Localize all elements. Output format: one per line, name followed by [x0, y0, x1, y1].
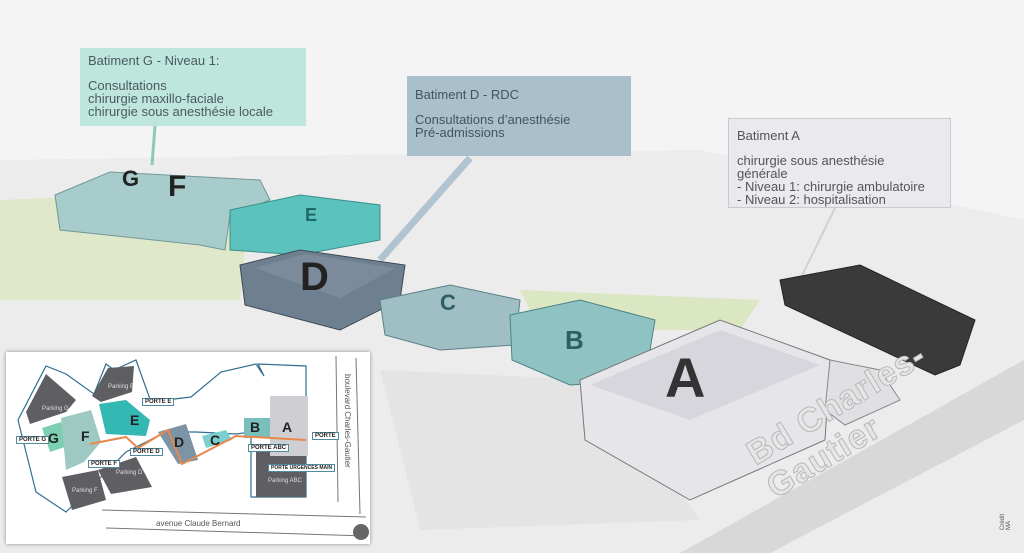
- parking-e: [92, 366, 134, 402]
- building-black: [779, 264, 976, 376]
- inset-building-c: [202, 430, 232, 448]
- building-label-e: E: [305, 205, 318, 225]
- inset-building-f: [61, 410, 101, 470]
- parking-g: [26, 374, 76, 424]
- compass-dot: [353, 524, 369, 540]
- building-label-f: F: [168, 170, 187, 203]
- building-d-roof: [255, 254, 395, 298]
- callout-line: - Niveau 1: chirurgie ambulatoire: [737, 179, 925, 194]
- door-label-g: PORTE G: [16, 436, 50, 444]
- parking-f: [62, 470, 106, 510]
- inset-label-c: C: [210, 432, 221, 448]
- callout-title: Batiment D - RDC: [415, 87, 520, 102]
- callout-line: chirurgie maxillo-faciale: [88, 91, 224, 106]
- callout-line: Consultations: [88, 78, 167, 93]
- callout-batiment-a: Batiment A chirurgie sous anesthésie gén…: [728, 118, 951, 208]
- callout-line: chirurgie sous anesthésie locale: [88, 104, 273, 119]
- building-label-g: G: [122, 166, 140, 191]
- street-line: [105, 527, 367, 537]
- inset-building-b: [244, 418, 270, 438]
- inset-label-g: G: [48, 430, 59, 446]
- parking-label-d: Parking D: [116, 470, 143, 476]
- route-line: [89, 428, 307, 466]
- callout-title: Batiment A: [737, 128, 800, 143]
- inset-label-b: B: [250, 419, 261, 435]
- inset-map-drawing: [17, 355, 369, 540]
- building-label-d: D: [300, 255, 329, 299]
- inset-map: G F E D C B A Parking E Parking G Parkin…: [6, 352, 370, 544]
- site-outline: [17, 359, 307, 513]
- street-boulevard: boulevard Charles-Gautier: [343, 374, 352, 468]
- inset-label-f: F: [81, 428, 90, 444]
- door-label-urgences: PORTE URGENCES MAIN: [268, 464, 336, 472]
- parking-label-g: Parking G: [42, 406, 69, 412]
- building-label-b: B: [565, 325, 584, 355]
- callout-line: Pré-admissions: [415, 125, 505, 140]
- boulevard: [680, 360, 1024, 553]
- callout-line: chirurgie sous anesthésie générale: [737, 153, 885, 181]
- street-line: [335, 355, 339, 503]
- door-label-e: PORTE E: [142, 398, 175, 406]
- callout-title: Batiment G - Niveau 1:: [88, 53, 220, 68]
- inset-building-g: [42, 422, 68, 452]
- door-label-d: PORTE D: [130, 448, 163, 456]
- door-label-main: PORTE: [312, 432, 339, 440]
- building-label-c: C: [440, 290, 456, 315]
- inset-building-e: [99, 400, 150, 436]
- callout-pointer-d: [377, 155, 473, 263]
- inset-building-d: [158, 424, 198, 464]
- inset-label-e: E: [130, 412, 140, 428]
- street-line: [101, 509, 367, 518]
- parking-label-e: Parking E: [108, 384, 135, 390]
- parking-abc: [256, 452, 306, 497]
- door-label-f: PORTE F: [88, 460, 121, 468]
- building-label-a: A: [665, 346, 706, 409]
- callout-batiment-d: Batiment D - RDC Consultations d’anesthé…: [407, 76, 631, 156]
- callout-line: Consultations d’anesthésie: [415, 112, 571, 127]
- door-label-abc: PORTE ABC: [248, 444, 290, 452]
- callout-batiment-g: Batiment G - Niveau 1: Consultations chi…: [80, 48, 306, 126]
- parking-label-f: Parking F: [72, 488, 98, 494]
- street-avenue: avenue Claude Bernard: [156, 519, 241, 528]
- building-annex: [824, 359, 901, 426]
- building-a-roof: [590, 330, 820, 420]
- credit: Crédit MA: [1000, 513, 1012, 530]
- building-e: [229, 194, 381, 256]
- parking-label-abc: Parking ABC: [268, 478, 303, 484]
- callout-line: - Niveau 2: hospitalisation: [737, 192, 886, 207]
- callout-pointer-g: [150, 125, 157, 166]
- inset-building-a: [270, 396, 308, 456]
- inset-label-d: D: [174, 434, 185, 450]
- street-line: [355, 357, 361, 515]
- inset-label-a: A: [282, 419, 293, 435]
